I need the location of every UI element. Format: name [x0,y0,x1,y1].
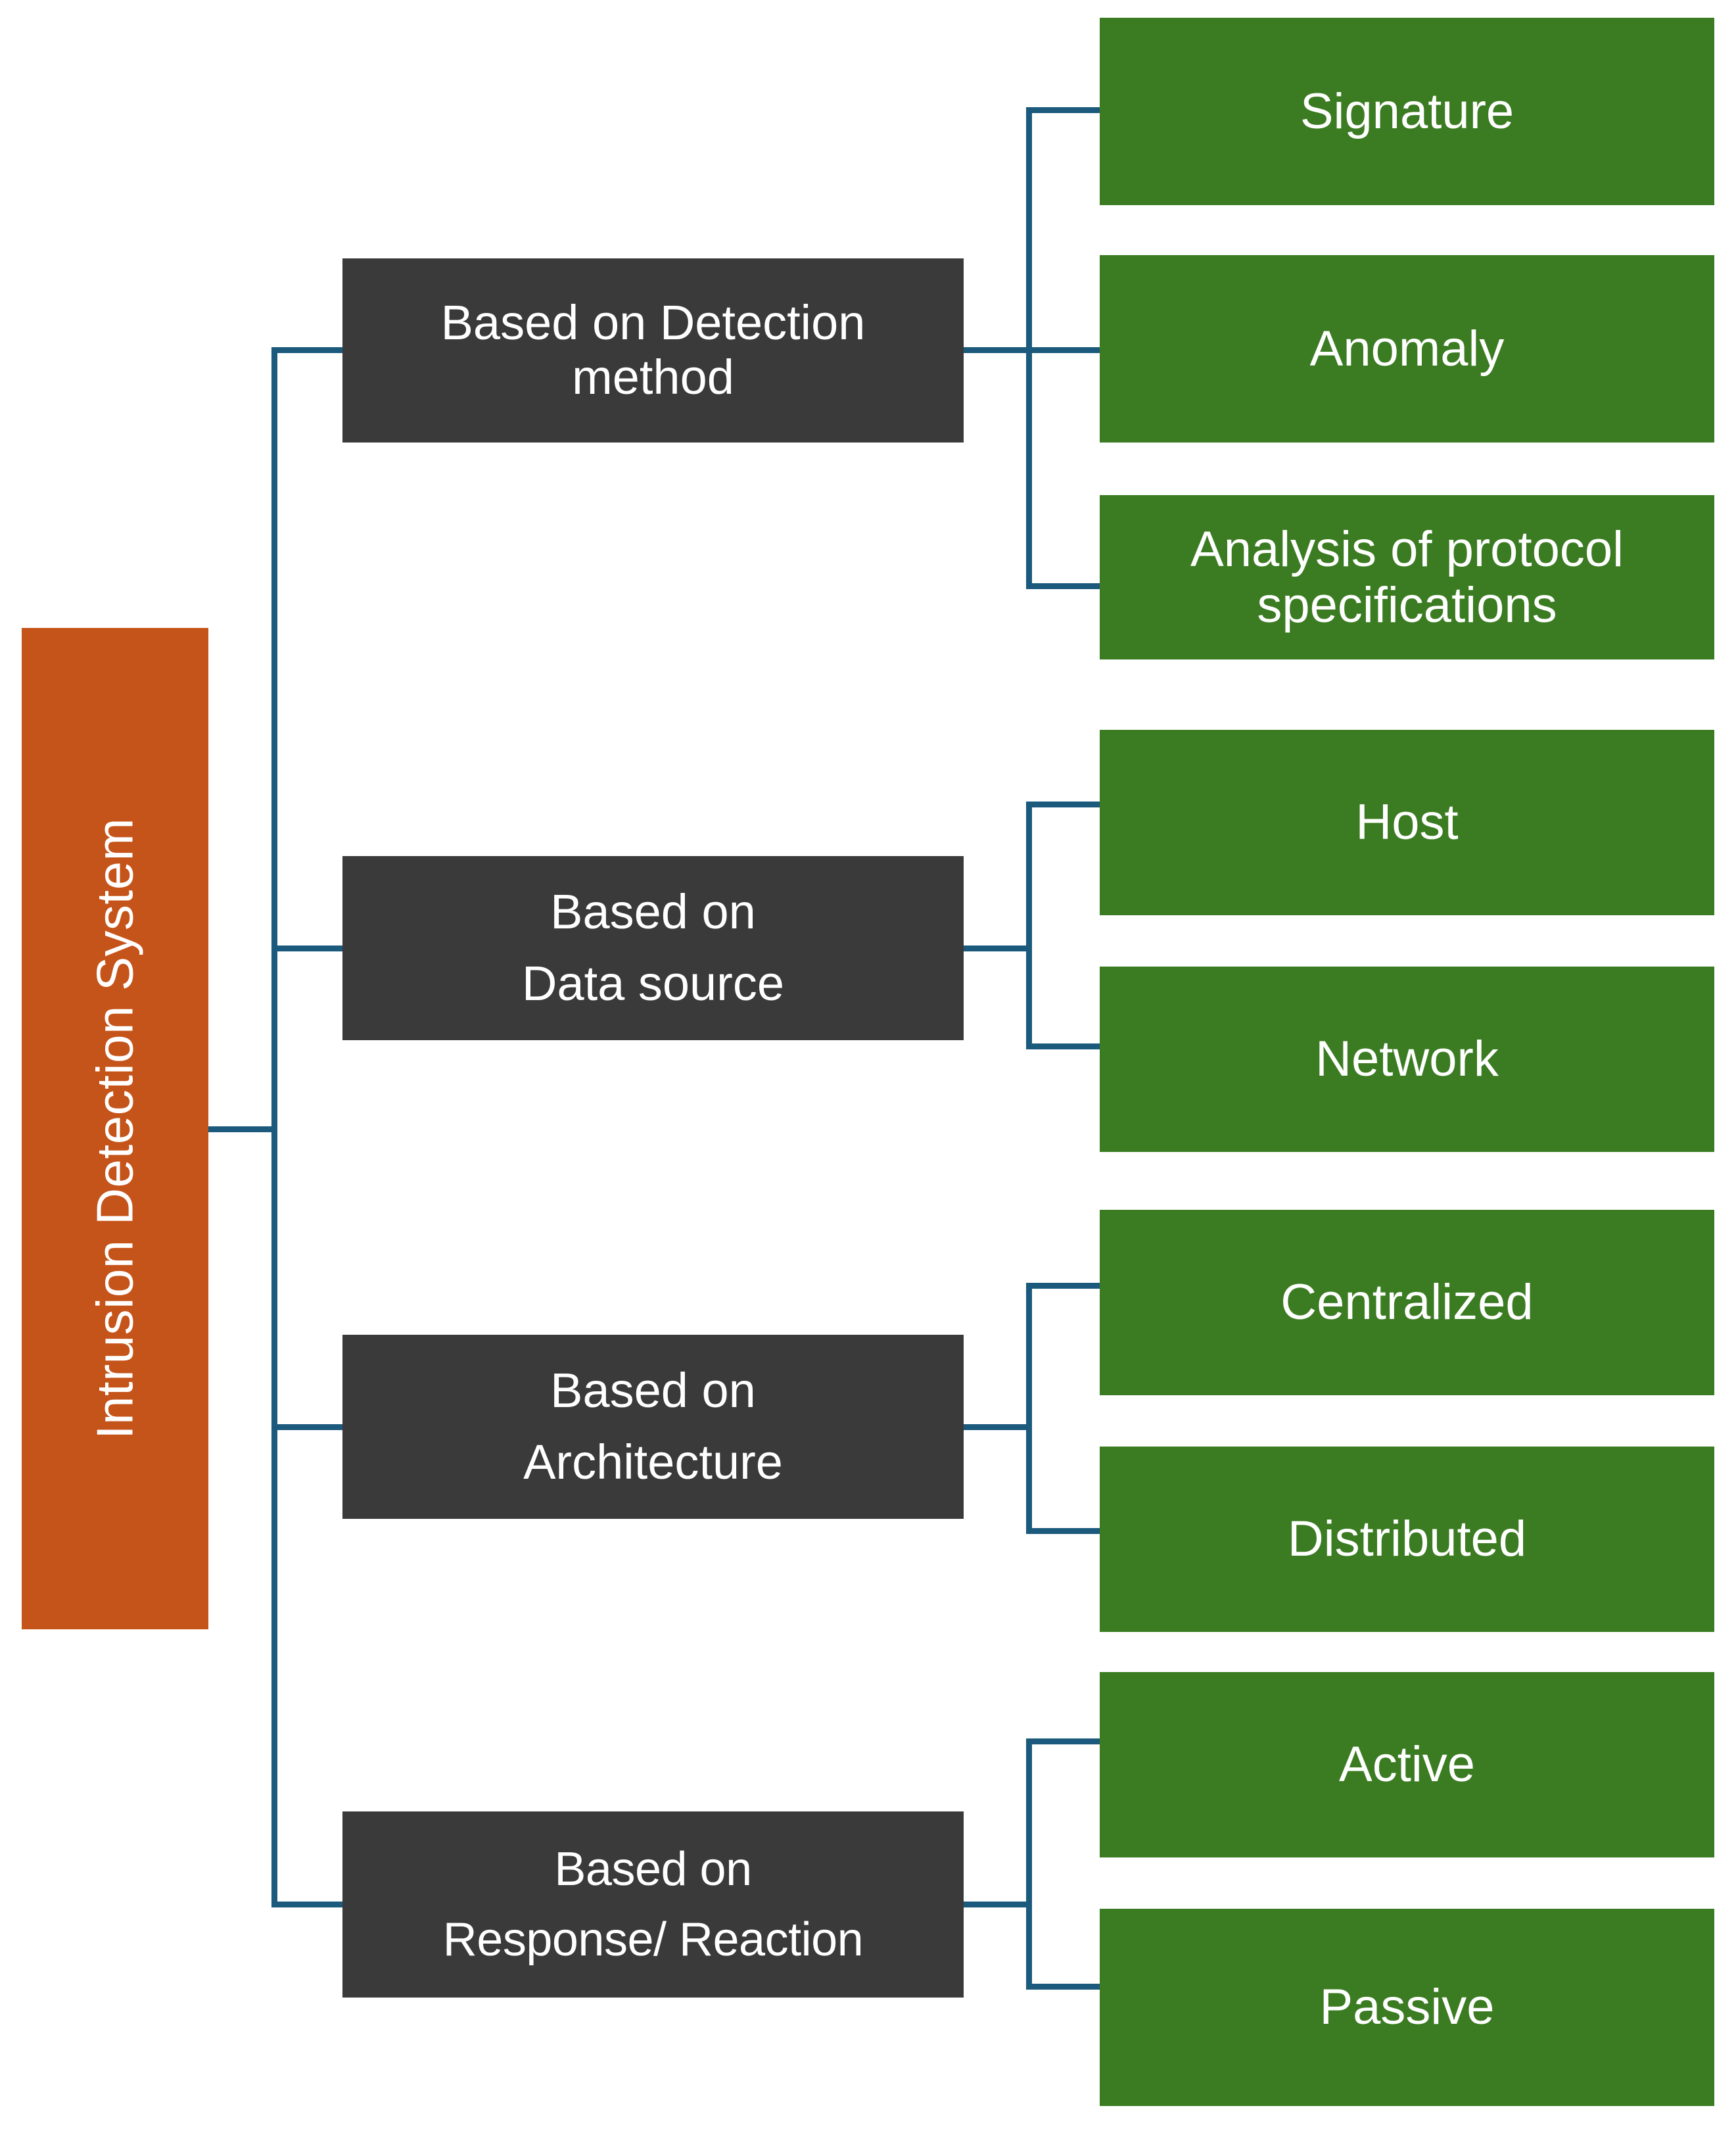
connector-bus-to-passive [1026,1984,1100,1990]
connector-main-trunk [271,347,277,1907]
connector-root-stub [208,1126,277,1132]
connector-trunk-to-response-reaction [271,1902,345,1907]
connector-bus-to-distributed [1026,1528,1100,1534]
leaf-label-protocol-analysis: Analysis of protocol specifications [1190,521,1624,633]
category-label-data-source: Based on Data source [522,884,784,1011]
connector-response-reaction-bus [1026,1738,1032,1990]
connector-bus-to-protocol-analysis [1026,583,1100,589]
connector-bus-to-anomaly [1026,347,1100,353]
leaf-node-protocol-analysis[interactable]: Analysis of protocol specifications [1100,495,1714,659]
category-label-architecture: Based on Architecture [523,1363,783,1489]
connector-data-source-bus [1026,802,1032,1049]
connector-bus-to-signature [1026,107,1100,113]
category-node-detection-method[interactable]: Based on Detection method [342,258,964,443]
connector-trunk-to-data-source [271,946,345,951]
connector-trunk-to-architecture [271,1424,345,1430]
connector-architecture-bus [1026,1283,1032,1534]
connector-trunk-to-detection-method [271,347,345,353]
leaf-node-passive[interactable]: Passive [1100,1909,1714,2106]
root-node-intrusion-detection-system[interactable]: Intrusion Detection System [22,628,208,1629]
connector-detection-method-out [964,347,1032,353]
leaf-node-distributed[interactable]: Distributed [1100,1447,1714,1632]
connector-response-reaction-out [964,1902,1032,1907]
category-node-response-reaction[interactable]: Based on Response/ Reaction [342,1811,964,1998]
category-node-data-source[interactable]: Based on Data source [342,856,964,1040]
connector-bus-to-host [1026,802,1100,807]
leaf-node-signature[interactable]: Signature [1100,18,1714,205]
leaf-node-host[interactable]: Host [1100,730,1714,915]
connector-data-source-out [964,946,1032,951]
category-label-detection-method: Based on Detection method [440,295,866,404]
leaf-node-centralized[interactable]: Centralized [1100,1210,1714,1395]
connector-bus-to-network [1026,1043,1100,1049]
leaf-node-network[interactable]: Network [1100,967,1714,1152]
category-node-architecture[interactable]: Based on Architecture [342,1335,964,1519]
connector-bus-to-active [1026,1738,1100,1744]
leaf-node-anomaly[interactable]: Anomaly [1100,255,1714,443]
category-label-response-reaction: Based on Response/ Reaction [442,1842,864,1966]
leaf-node-active[interactable]: Active [1100,1672,1714,1857]
connector-architecture-out [964,1424,1032,1430]
connector-bus-to-centralized [1026,1283,1100,1289]
